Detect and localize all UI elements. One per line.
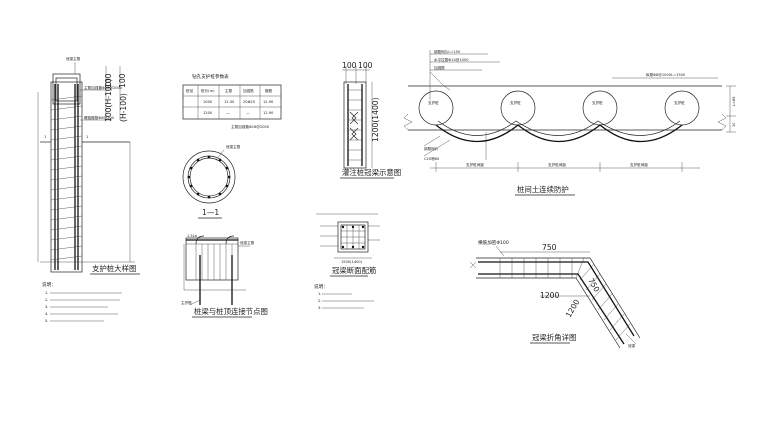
table-header-cell: 桩径 <box>186 88 194 93</box>
rebar-table: 钻孔支护桩参数表 桩径 桩长(m) 主筋 加强筋 箍筋 1000 12.30 2… <box>182 73 282 129</box>
cont-pile-label: 支护桩 <box>592 100 603 105</box>
table-cell: 1200 <box>203 111 213 115</box>
pile-dim-100b: 100 <box>118 73 127 88</box>
cont-label-right: 纵筋Φ8@1000L=1500 <box>646 72 686 77</box>
pile-notes-title: 说明： <box>42 281 56 288</box>
table-cell: 20Φ25 <box>243 100 255 104</box>
joint-detail: 1.5La 冠梁主筋 主护筋 桩梁与桩顶连接节点图 <box>181 234 268 318</box>
joint-label-c: 主护筋 <box>181 300 192 305</box>
cont-label-top-1: 钢筋网片L=150 <box>434 49 461 54</box>
cont-pile-label: 支护桩 <box>674 100 685 105</box>
cont-title: 桩间土连续防护 <box>517 185 569 194</box>
pile-dim-100h: 100(H-100) <box>104 79 113 122</box>
pile-dim-h: (H-100) <box>119 93 128 122</box>
cont-pile-label: 支护桩 <box>510 100 521 105</box>
cont-dim-bottom: 支护桩间距 <box>466 162 484 167</box>
cap-rebar-base-label: 1500(1400) <box>341 260 363 264</box>
rebar-table-title: 钻孔支护桩参数表 <box>192 73 229 80</box>
cont-mesh-label: 钢筋网片 <box>424 146 439 151</box>
cont-label-top-2: 水平拉筋Φ14@1000 <box>434 57 469 62</box>
section-1-1: 冠梁主筋 1—1 <box>182 144 241 219</box>
pile-notes: 1. 2. 3. 4. 5. <box>45 291 122 323</box>
note-line: 1. <box>318 292 321 296</box>
cont-dim-bottom: 支护桩间距 <box>548 162 566 167</box>
pile-detail-title: 支护桩大样图 <box>92 264 136 273</box>
cap-rebar-bars <box>341 225 365 249</box>
cap-dim-100b: 100 <box>358 61 373 70</box>
table-cell: 12.90 <box>263 100 274 104</box>
table-cell: — <box>246 111 250 115</box>
table-header-cell: 主筋 <box>225 88 233 93</box>
table-header-cell: 桩长(m) <box>201 88 215 93</box>
cont-dim-right-1: L=85 <box>732 96 736 106</box>
continuous-protection: 钢筋网片L=150 水平拉筋Φ14@1000 加强筋 纵筋Φ8@1000L=15… <box>403 49 736 196</box>
corner-title: 冠梁折角详图 <box>532 333 576 342</box>
pile-top-label: 冠梁主筋 <box>66 56 81 61</box>
cap-beam-title: 灌注桩冠梁示意图 <box>342 168 401 177</box>
pile-bar-label-1: 主筋加强箍Φ18@2000 <box>84 85 123 90</box>
section-bars <box>187 155 231 199</box>
section-label: 冠梁主筋 <box>226 144 241 149</box>
pile-marker-right: 1 <box>86 135 88 139</box>
cap-rebar-title: 冠梁断面配筋 <box>332 266 376 275</box>
note-line: 2. <box>318 299 321 303</box>
cap-notes-title: 说明： <box>314 283 328 290</box>
table-header-cell: 箍筋 <box>265 88 273 93</box>
note-line: 1. <box>45 291 48 295</box>
corner-detail: 横筋加密Φ100 750 1200 1200 750 冠梁 冠梁折角详图 <box>469 239 641 349</box>
corner-dim-750: 750 <box>542 243 557 252</box>
pile-detail: 冠梁主筋 1 1 主筋加强箍Φ18@2000 螺旋箍筋Φ8@200 100 10… <box>37 56 140 323</box>
note-line: 3. <box>318 306 321 310</box>
cont-dim-bottom: 支护桩间距 <box>630 162 648 167</box>
section-1-1-title: 1—1 <box>202 208 219 217</box>
note-line: 5. <box>45 319 48 323</box>
corner-tag: 冠梁 <box>628 343 636 348</box>
corner-label: 横筋加密Φ100 <box>478 239 509 246</box>
cap-beam: 100 100 1200(1400) 灌注桩冠梁示意图 <box>340 61 401 179</box>
table-cell: — <box>226 111 230 115</box>
cont-label-top-3: 加强筋 <box>434 65 445 70</box>
cont-concrete-label: C20喷80 <box>424 156 440 161</box>
cap-notes: 1. 2. 3. <box>318 292 374 310</box>
joint-title: 桩梁与桩顶连接节点图 <box>194 307 268 316</box>
cap-dim-height: 1200(1400) <box>371 97 380 142</box>
note-line: 2. <box>45 298 48 302</box>
pile-bar-label-2: 螺旋箍筋Φ8@200 <box>84 115 115 120</box>
cont-dim-right-2: 10 <box>732 122 736 127</box>
corner-stirrups <box>499 257 631 341</box>
corner-dim-1200a: 1200 <box>540 291 559 300</box>
table-cell: 1000 <box>203 100 213 104</box>
joint-label-a: 1.5La <box>187 234 197 238</box>
note-line: 3. <box>45 305 48 309</box>
table-cell: 12.90 <box>263 111 274 115</box>
note-line: 4. <box>45 312 48 316</box>
cap-rebar: 1500(1400) 冠梁断面配筋 说明： 1. 2. 3. <box>314 213 380 310</box>
cap-dim-100a: 100 <box>342 61 357 70</box>
joint-label-b: 冠梁主筋 <box>240 240 255 245</box>
pile-marker-left: 1 <box>44 135 46 139</box>
table-cell: 12.30 <box>224 100 235 104</box>
table-header-cell: 加强筋 <box>243 88 254 93</box>
pile-dim-100a: 100 <box>104 73 113 88</box>
cont-pile-label: 支护桩 <box>428 100 439 105</box>
rebar-table-note: 主筋加强箍Φ18@2000 <box>231 124 270 129</box>
